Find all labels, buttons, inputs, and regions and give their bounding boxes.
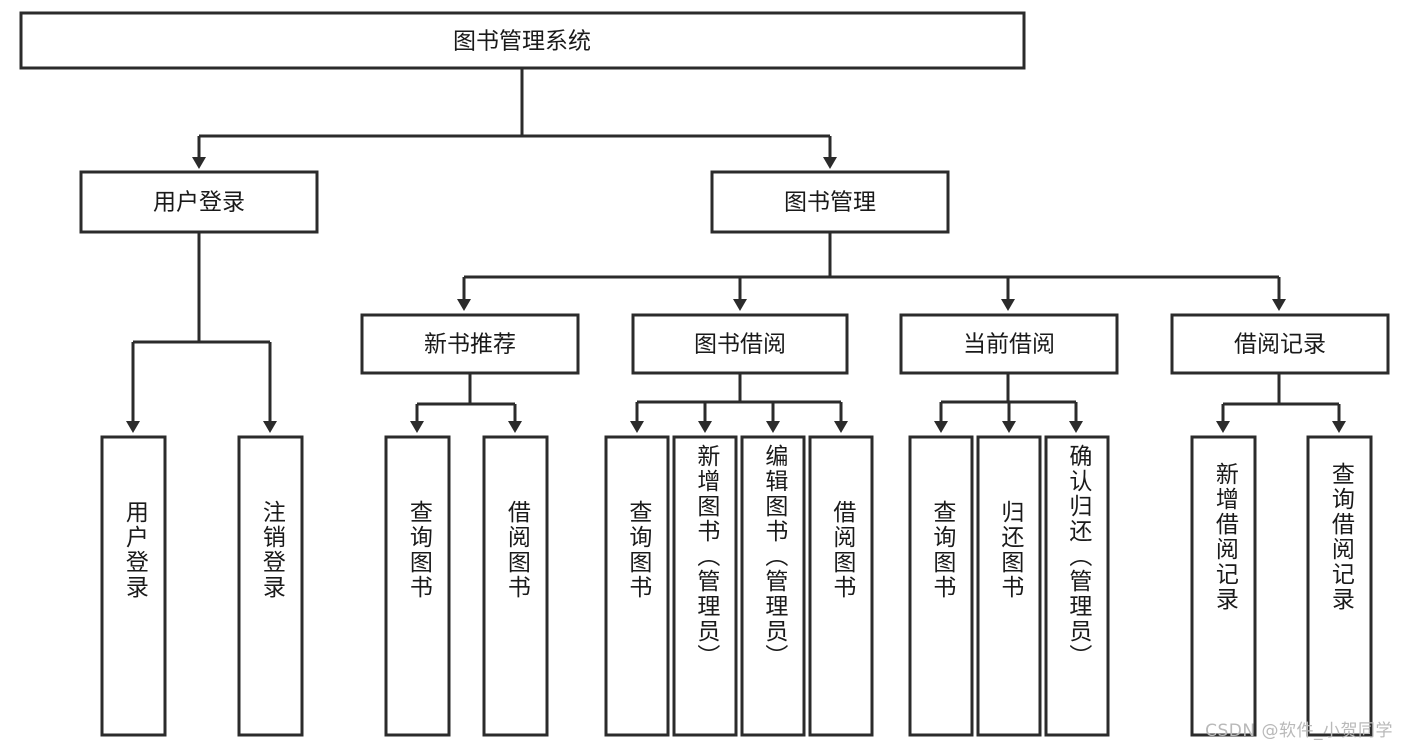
node-current-borrow-box[interactable] — [899, 313, 1119, 375]
node-current-borrow-label: 当前借阅 — [963, 332, 1055, 358]
node-borrow-record-label: 借阅记录 — [1234, 332, 1326, 358]
node-book-manage-label: 图书管理 — [784, 190, 876, 216]
node-new-book-label: 新书推荐 — [424, 332, 516, 358]
node-leaf-box[interactable] — [1306, 435, 1373, 737]
node-book-borrow-box[interactable] — [631, 313, 849, 375]
node-borrow-record-box[interactable] — [1170, 313, 1390, 375]
node-book-manage-box[interactable] — [710, 170, 950, 234]
node-leaf-box[interactable] — [100, 435, 167, 737]
node-leaf-box[interactable] — [604, 435, 670, 737]
node-new-book-box[interactable] — [360, 313, 580, 375]
node-leaf-box[interactable] — [908, 435, 974, 737]
node-book-borrow-label: 图书借阅 — [694, 332, 786, 358]
node-leaf-box[interactable] — [384, 435, 451, 737]
node-leaf-box[interactable] — [482, 435, 549, 737]
node-leaf-box[interactable] — [976, 435, 1042, 737]
node-root-label: 图书管理系统 — [453, 29, 591, 55]
node-leaf-box[interactable] — [237, 435, 304, 737]
node-leaf-box[interactable] — [1044, 435, 1110, 737]
node-leaf-box[interactable] — [740, 435, 806, 737]
node-user-login-label: 用户登录 — [153, 190, 245, 216]
node-leaf-box[interactable] — [808, 435, 874, 737]
node-leaf-box[interactable] — [672, 435, 738, 737]
node-root-box[interactable] — [19, 11, 1026, 70]
node-leaf-box[interactable] — [1190, 435, 1257, 737]
